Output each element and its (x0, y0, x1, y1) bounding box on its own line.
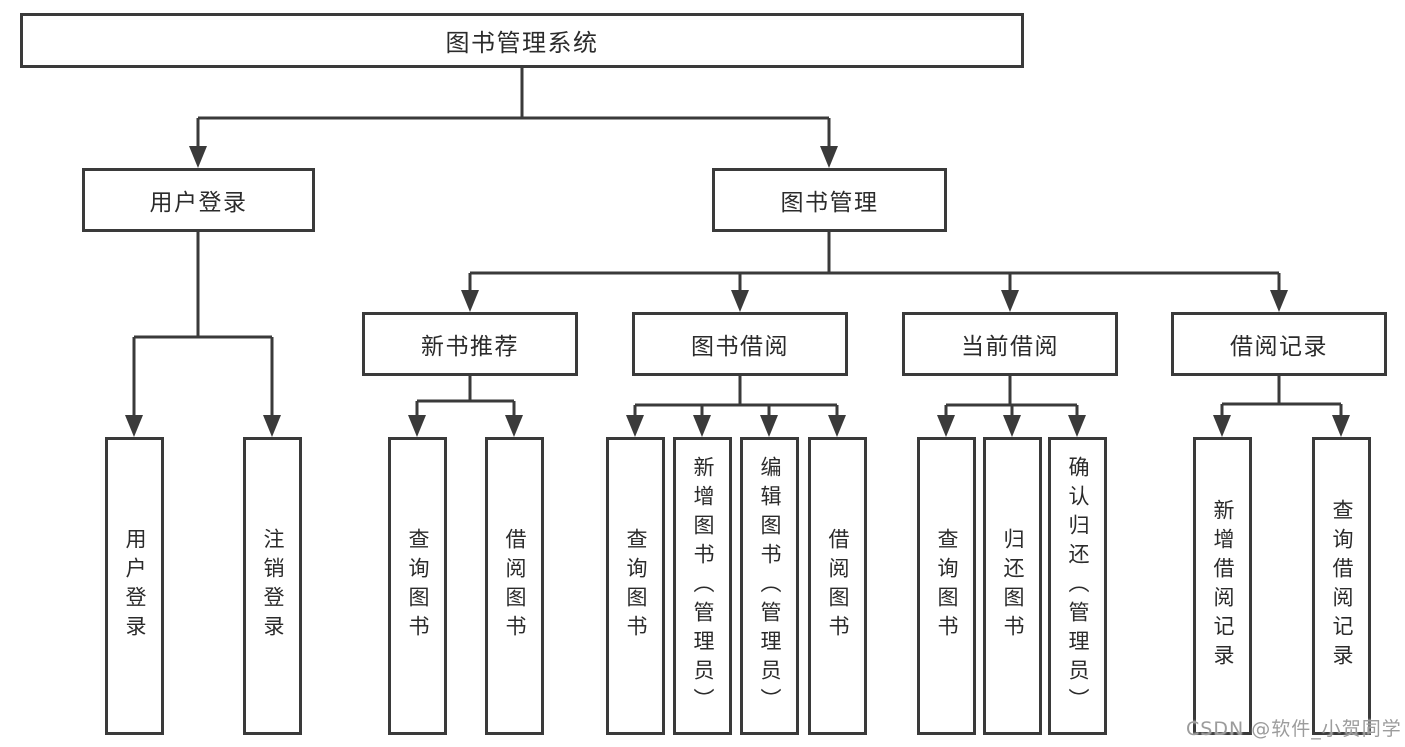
node-label: 注销登录 (261, 528, 285, 644)
leaf-query-books-borrowing: 查询图书 (606, 437, 665, 735)
node-label: 查询图书 (406, 528, 430, 644)
node-label: 确认归还（管理员） (1066, 455, 1090, 717)
leaf-borrow-books-recommend: 借阅图书 (485, 437, 544, 735)
node-label: 图书管理系统 (445, 29, 599, 57)
node-borrowing-records: 借阅记录 (1171, 312, 1387, 376)
node-label: 借阅记录 (1230, 334, 1328, 360)
leaf-query-borrow-record: 查询借阅记录 (1312, 437, 1371, 735)
node-label: 新书推荐 (421, 334, 519, 360)
node-label: 编辑图书（管理员） (758, 455, 782, 717)
node-label: 查询图书 (624, 528, 648, 644)
leaf-query-books-current: 查询图书 (917, 437, 976, 735)
node-label: 归还图书 (1001, 528, 1025, 644)
node-label: 用户登录 (123, 528, 147, 644)
leaf-return-books: 归还图书 (983, 437, 1042, 735)
leaf-edit-books-admin: 编辑图书（管理员） (740, 437, 799, 735)
node-current-borrowing: 当前借阅 (902, 312, 1118, 376)
node-label: 查询图书 (935, 528, 959, 644)
node-library-management-system: 图书管理系统 (20, 13, 1024, 68)
leaf-add-books-admin: 新增图书（管理员） (673, 437, 732, 735)
node-label: 图书管理 (780, 190, 879, 216)
leaf-add-borrow-record: 新增借阅记录 (1193, 437, 1252, 735)
leaf-logout: 注销登录 (243, 437, 302, 735)
node-label: 图书借阅 (691, 334, 789, 360)
node-label: 查询借阅记录 (1330, 499, 1354, 673)
node-book-borrowing: 图书借阅 (632, 312, 848, 376)
csdn-watermark: CSDN @软件_小贺同学 (1186, 718, 1402, 740)
node-label: 当前借阅 (961, 334, 1059, 360)
node-label: 借阅图书 (826, 528, 850, 644)
node-label: 新增图书（管理员） (691, 455, 715, 717)
node-label: 新增借阅记录 (1211, 499, 1235, 673)
node-book-management-branch: 图书管理 (712, 168, 947, 232)
node-user-login-branch: 用户登录 (82, 168, 315, 232)
node-new-book-recommendation: 新书推荐 (362, 312, 578, 376)
leaf-query-books-recommend: 查询图书 (388, 437, 447, 735)
node-label: 借阅图书 (503, 528, 527, 644)
leaf-user-login: 用户登录 (105, 437, 164, 735)
leaf-borrow-books: 借阅图书 (808, 437, 867, 735)
leaf-confirm-return-admin: 确认归还（管理员） (1048, 437, 1107, 735)
node-label: 用户登录 (149, 190, 248, 216)
